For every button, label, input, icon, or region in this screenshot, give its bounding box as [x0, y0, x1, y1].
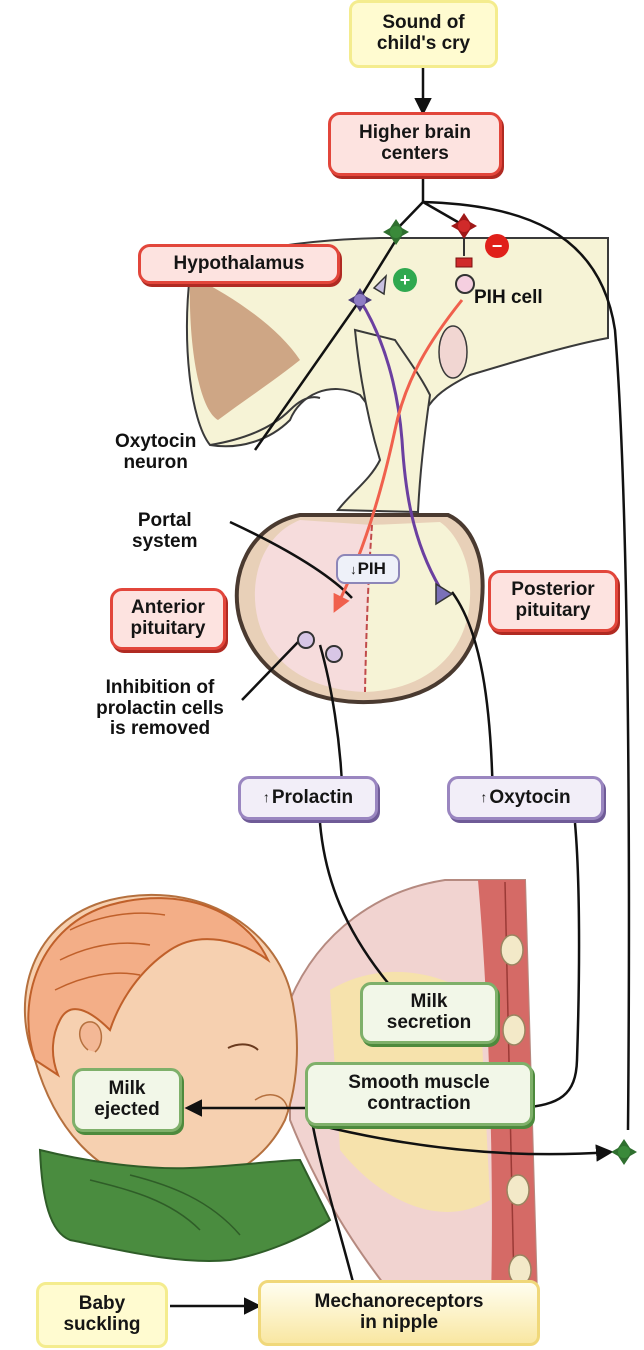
prolactin-box: ↑ Prolactin: [238, 776, 378, 820]
baby-suckling-box: Baby suckling: [36, 1282, 168, 1348]
oxytocin-up-arrow: ↑: [480, 790, 487, 805]
pih-level-badge: ↓ PIH: [336, 554, 400, 584]
pih-down-arrow: ↓: [350, 562, 357, 577]
smooth-muscle-contraction-box: Smooth muscle contraction: [305, 1062, 533, 1126]
pih-cell-body: [456, 275, 474, 293]
baby-suckling-label: Baby suckling: [63, 1294, 140, 1335]
prolactin-cell-2: [326, 646, 342, 662]
prolactin-label: Prolactin: [272, 788, 353, 809]
posterior-pituitary-box: Posterior pituitary: [488, 570, 618, 632]
oxytocin-neuron-label: Oxytocin neuron: [115, 432, 196, 473]
inhibitory-symbol-text: −: [492, 236, 503, 256]
posterior-pituitary-label: Posterior pituitary: [511, 580, 594, 621]
mechanoreceptors-label: Mechanoreceptors in nipple: [315, 1292, 484, 1333]
inhibition-removed-label: Inhibition of prolactin cells is removed: [68, 678, 252, 740]
prolactin-up-arrow: ↑: [263, 790, 270, 805]
portal-system-label: Portal system: [132, 511, 198, 552]
milk-ejected-box: Milk ejected: [72, 1068, 182, 1132]
mechanoreceptor-synapse: [611, 1139, 637, 1165]
sound-of-cry-box: Sound of child's cry: [349, 0, 498, 68]
smooth-muscle-contraction-label: Smooth muscle contraction: [348, 1073, 489, 1114]
milk-ejected-label: Milk ejected: [94, 1079, 159, 1120]
sound-of-cry-label: Sound of child's cry: [377, 13, 470, 54]
anterior-pituitary-label: Anterior pituitary: [131, 598, 206, 639]
pituitary-bulge: [439, 326, 467, 378]
prolactin-cell-1: [298, 632, 314, 648]
mechanoreceptors-box: Mechanoreceptors in nipple: [258, 1280, 540, 1346]
hypothalamus-box: Hypothalamus: [138, 244, 340, 284]
milk-secretion-box: Milk secretion: [360, 982, 498, 1044]
oxytocin-label: Oxytocin: [489, 788, 570, 809]
anterior-pituitary-box: Anterior pituitary: [110, 588, 226, 650]
stimulatory-symbol-text: +: [400, 270, 411, 290]
higher-center-synapse-right: [451, 213, 477, 239]
hypothalamus-label: Hypothalamus: [174, 254, 305, 275]
higher-brain-centers-label: Higher brain centers: [359, 123, 471, 164]
milk-secretion-label: Milk secretion: [387, 992, 471, 1033]
pih-level-label: PIH: [358, 559, 386, 579]
oxytocin-box: ↑ Oxytocin: [447, 776, 604, 820]
pih-cell-label: PIH cell: [474, 288, 543, 309]
higher-brain-centers-box: Higher brain centers: [328, 112, 502, 176]
pih-synapse-block: [456, 258, 472, 267]
